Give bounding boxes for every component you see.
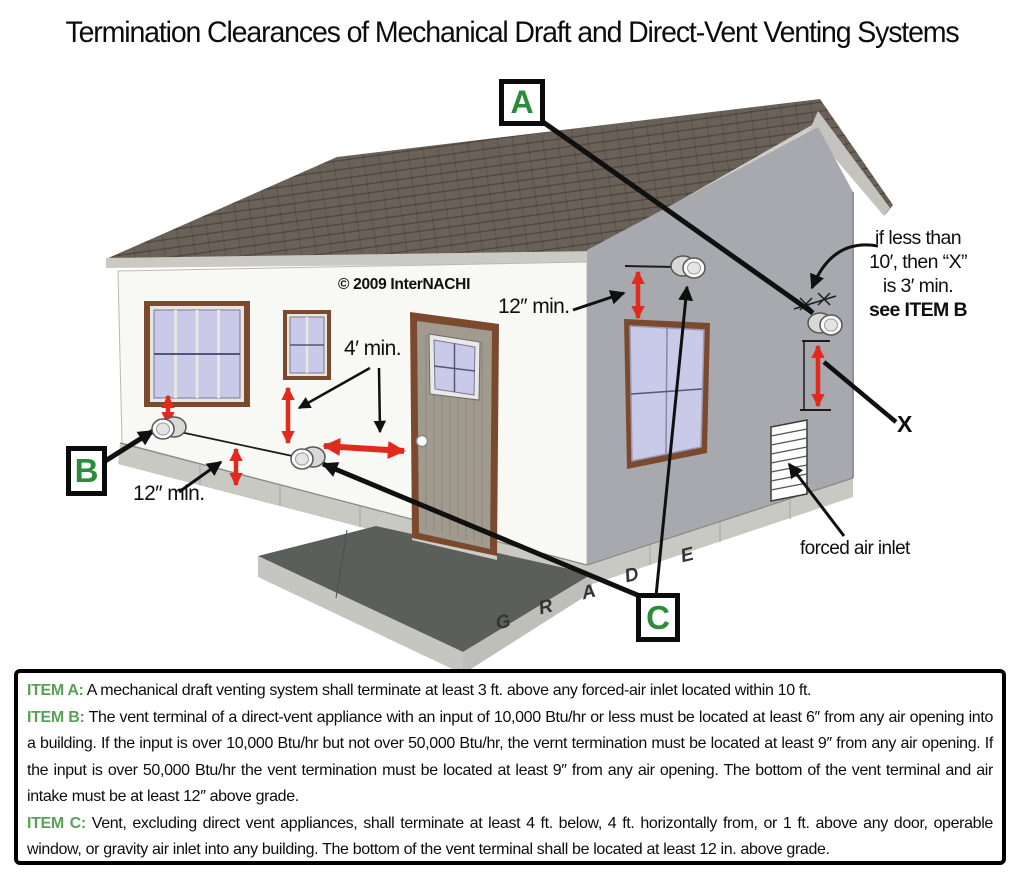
item-b-text: ITEM B: The vent terminal of a direct-ve… (27, 705, 993, 811)
item-a-body: A mechanical draft venting system shall … (86, 682, 812, 699)
tick-marks (799, 292, 831, 311)
item-b-label: ITEM B: (27, 708, 85, 726)
vent-to-vent-line (179, 431, 303, 459)
item-a-text: ITEM A: A mechanical draft venting syste… (27, 678, 993, 705)
x-label-leader (822, 360, 898, 424)
note-line: is 3′ min. (882, 275, 954, 297)
roof (106, 99, 893, 267)
leader-lines (100, 119, 898, 602)
note-line: if less than (874, 227, 962, 249)
marker-c-arrow-door-vent (321, 461, 648, 602)
label-12in-min-top: 12″ min. (498, 295, 570, 318)
min4-arrow-left (297, 366, 371, 410)
marker-box-c: C (636, 593, 680, 642)
vent-front-left (151, 416, 187, 440)
gable-window (624, 319, 710, 469)
patio-slab (258, 526, 592, 674)
vent-gable-x (807, 312, 843, 336)
dimension-lines (179, 265, 837, 459)
label-forced-air-inlet: forced air inlet (800, 538, 910, 559)
marker-a-leader (541, 119, 815, 316)
door-knob (415, 434, 429, 448)
marker-box-a: A (499, 79, 545, 126)
note-x-clearance: if less than 10′, then “X” is 3′ min. se… (850, 226, 986, 322)
roof-overhang-fascia (810, 111, 890, 216)
note-curved-arrow (810, 243, 879, 290)
marker-box-b: B (66, 446, 107, 496)
marker-c-arrow-gable-vent (654, 285, 694, 597)
copyright-text: © 2009 InterNACHI (338, 276, 471, 293)
label-x: X (897, 411, 912, 437)
gable-vent-line (624, 265, 677, 268)
front-window-small (283, 310, 331, 380)
item-c-label: ITEM C: (27, 814, 86, 832)
item-c-text: ITEM C: Vent, excluding direct vent appl… (27, 811, 993, 864)
marker-letter-a: A (510, 84, 534, 120)
note-line: 10′, then “X” (869, 251, 967, 273)
label-12in-min-left: 12″ min. (133, 482, 205, 505)
code-items-box: ITEM A: A mechanical draft venting syste… (14, 669, 1006, 865)
item-b-body: The vent terminal of a direct-vent appli… (27, 708, 993, 806)
min4-arrow-down (373, 367, 387, 434)
forced-air-inlet-louver (770, 419, 808, 502)
note-see-item-b: see ITEM B (868, 299, 968, 321)
page-title: Termination Clearances of Mechanical Dra… (65, 16, 959, 49)
vent-front-right (290, 446, 326, 470)
label-4ft-min: 4′ min. (344, 337, 402, 360)
marker-letter-c: C (646, 598, 670, 636)
forced-air-inlet-arrow (787, 462, 846, 537)
front-window-large (144, 301, 250, 407)
door (410, 312, 499, 560)
item-a-label: ITEM A: (27, 682, 84, 699)
min12-top-arrow (572, 290, 626, 312)
min12-left-arrow (178, 460, 223, 494)
marker-b-arrow (100, 428, 155, 466)
red-arrow-vent-to-door (322, 438, 406, 459)
item-c-body: Vent, excluding direct vent appliances, … (27, 814, 993, 859)
marker-letter-b: B (74, 452, 99, 489)
vent-gable-top (670, 255, 706, 279)
